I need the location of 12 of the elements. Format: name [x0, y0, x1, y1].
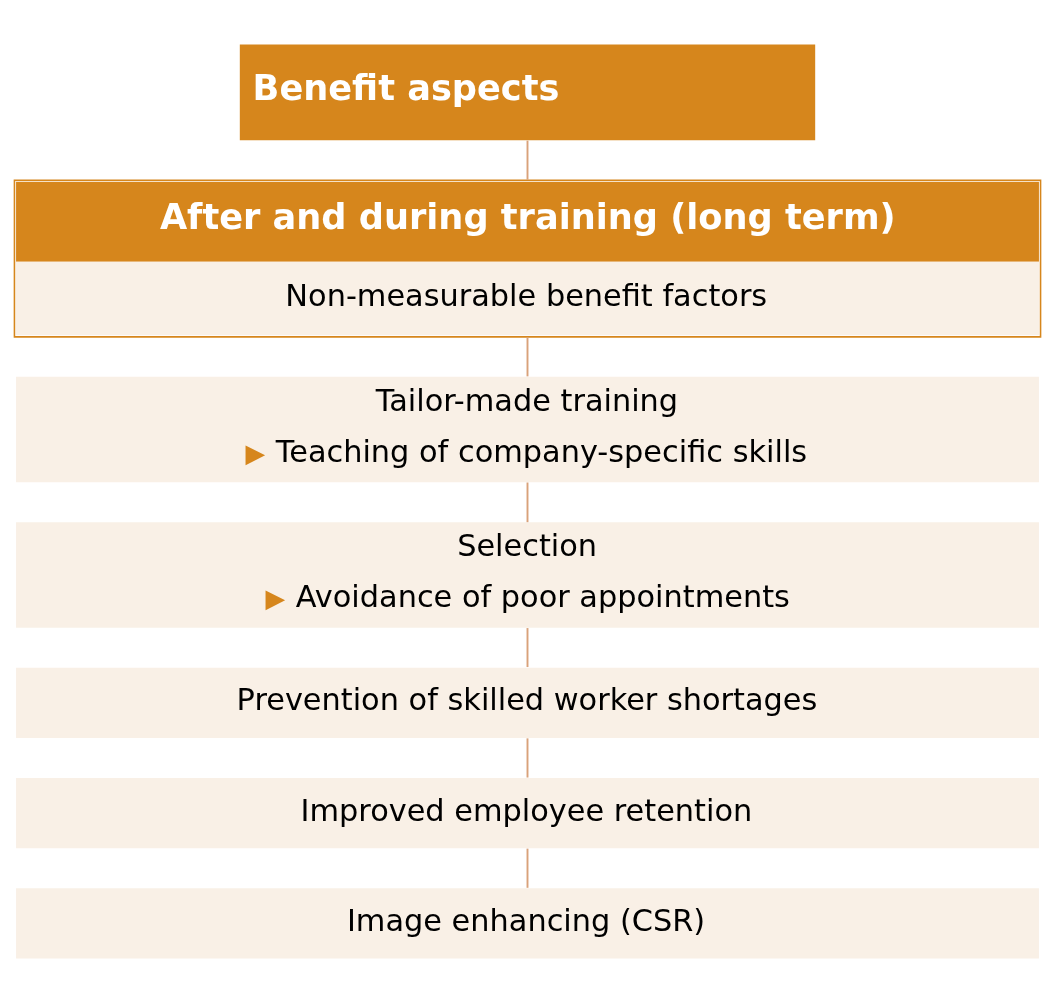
node-box: Benefit aspects	[239, 44, 816, 141]
node-box: Improved employee retention	[16, 778, 1039, 849]
connector	[526, 336, 529, 378]
connector	[526, 627, 529, 668]
connector	[526, 139, 529, 181]
connector	[526, 847, 529, 889]
node-box: Tailor-made training ▶ Teaching of company-specific skills	[16, 376, 1039, 483]
node-box: Prevention of skilled worker shortages	[16, 667, 1039, 739]
node-box: Selection ▶ Avoidance of poor appointments	[16, 522, 1039, 628]
node-box: Image enhancing (CSR)	[16, 888, 1039, 959]
connector	[526, 481, 529, 524]
connector	[526, 737, 529, 779]
